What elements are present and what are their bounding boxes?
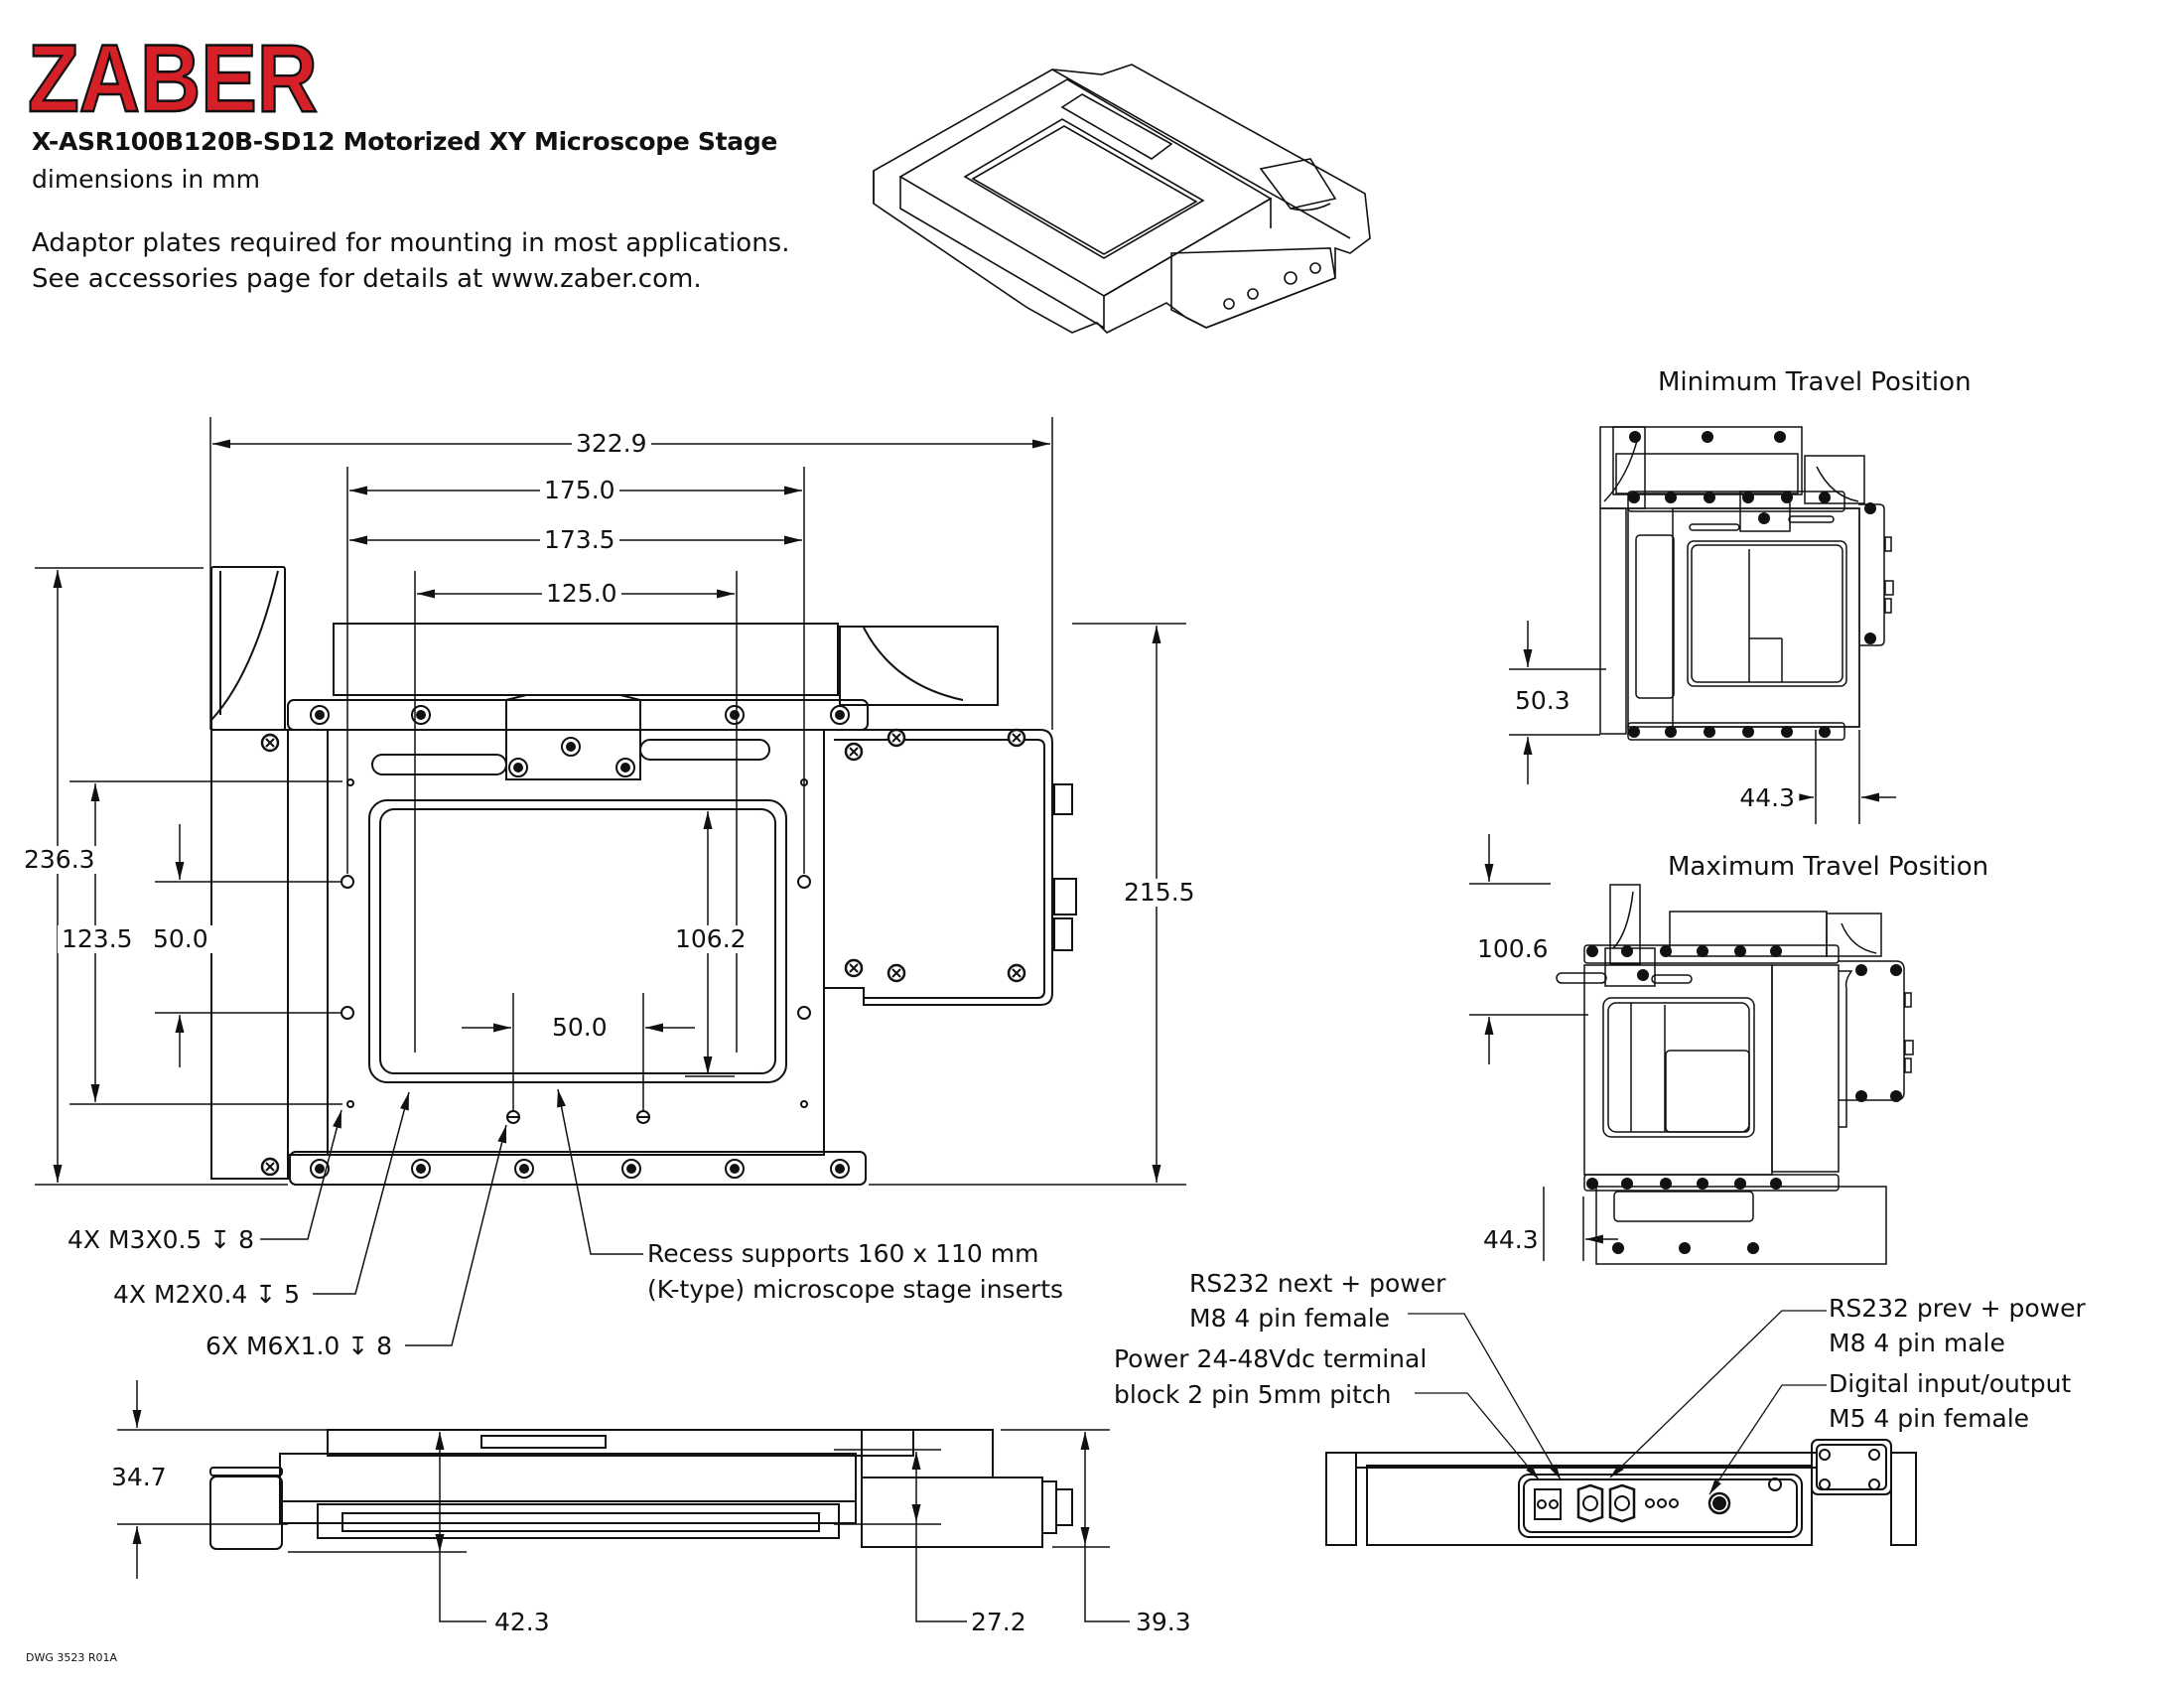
dim-recess-depth: 106.2 — [671, 925, 751, 953]
dim-side-body-height: 34.7 — [107, 1464, 171, 1491]
max-travel-view — [1556, 884, 1914, 1265]
drawing-number: DWG 3523 R01A — [26, 1651, 118, 1664]
dim-hole-pitch-vertical: 50.0 — [149, 925, 212, 953]
callout-m3-holes: 4X M3X0.5 ↧ 8 — [68, 1225, 255, 1254]
dim-side-total-height: 42.3 — [490, 1609, 554, 1636]
top-view — [210, 566, 1077, 1186]
dim-hole-span-inner: 173.5 — [540, 526, 619, 554]
min-travel-title: Minimum Travel Position — [1658, 367, 1972, 397]
isometric-view — [873, 64, 1371, 334]
adaptor-note-line1: Adaptor plates required for mounting in … — [32, 228, 790, 258]
min-travel-vertical-dim: 50.3 — [1511, 687, 1574, 715]
label-rs232-prev-line1: RS232 prev + power — [1829, 1294, 2086, 1323]
top-view-dimensions — [35, 417, 1186, 1346]
side-view-dimensions — [117, 1380, 1130, 1622]
callout-m6-holes: 6X M6X1.0 ↧ 8 — [205, 1332, 393, 1360]
label-power-line1: Power 24-48Vdc terminal — [1114, 1344, 1428, 1373]
min-travel-view — [1599, 426, 1894, 741]
max-travel-vertical-dim: 100.6 — [1473, 935, 1553, 963]
label-power-line2: block 2 pin 5mm pitch — [1114, 1380, 1392, 1409]
label-dio-line2: M5 4 pin female — [1829, 1404, 2030, 1433]
dim-hole-span-outer: 175.0 — [540, 477, 619, 504]
product-title: X-ASR100B120B-SD12 Motorized XY Microsco… — [32, 127, 778, 156]
max-travel-title: Maximum Travel Position — [1668, 852, 1989, 882]
callout-recess-line1: Recess supports 160 x 110 mm — [647, 1239, 1039, 1268]
label-dio-line1: Digital input/output — [1829, 1369, 2072, 1398]
dim-stage-depth: 215.5 — [1120, 879, 1199, 907]
connector-end-view — [1325, 1439, 1917, 1546]
label-rs232-next-line2: M8 4 pin female — [1189, 1304, 1391, 1333]
dim-hole-span-center: 125.0 — [542, 580, 621, 608]
units-note: dimensions in mm — [32, 165, 260, 194]
max-travel-horizontal-dim: 44.3 — [1479, 1226, 1543, 1254]
connector-leaders — [1408, 1310, 1827, 1495]
label-rs232-next-line1: RS232 next + power — [1189, 1269, 1446, 1298]
label-rs232-prev-line2: M8 4 pin male — [1829, 1329, 2005, 1357]
callout-m2-holes: 4X M2X0.4 ↧ 5 — [113, 1280, 301, 1309]
min-travel-horizontal-dim: 44.3 — [1735, 784, 1799, 812]
adaptor-note-line2: See accessories page for details at www.… — [32, 264, 702, 294]
dim-hole-pitch-horizontal: 50.0 — [548, 1014, 612, 1042]
zaber-logo: ZABER — [27, 23, 320, 121]
dim-overall-width: 322.9 — [572, 430, 651, 458]
min-travel-screws — [1627, 430, 1877, 739]
dim-overall-depth: 236.3 — [20, 846, 99, 874]
side-view — [209, 1429, 1073, 1550]
dim-depth-to-holes: 123.5 — [58, 925, 137, 953]
dim-side-controller-height: 27.2 — [967, 1609, 1030, 1636]
callout-recess-line2: (K-type) microscope stage inserts — [647, 1275, 1064, 1304]
dim-side-motor-height: 39.3 — [1132, 1609, 1195, 1636]
logo-text: ZABER — [28, 24, 318, 121]
